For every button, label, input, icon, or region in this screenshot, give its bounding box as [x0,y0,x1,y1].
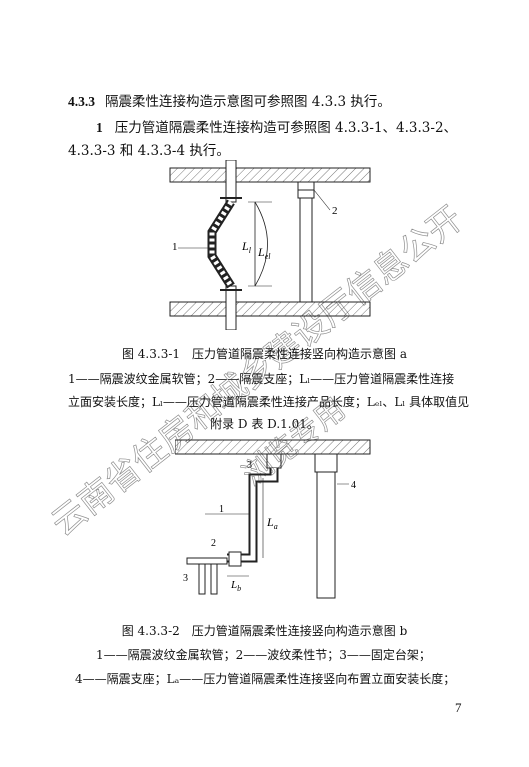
label-lb: Lb [230,579,241,593]
label-2: 2 [332,205,338,217]
top-slab [169,167,371,183]
item-1-line2: 4.3.3-3 和 4.3.3-4 执行。 [68,143,230,159]
label-4: 4 [351,480,356,491]
clause-text: 隔震柔性连接构造示意图可参照图 4.3.3 执行。 [105,94,391,110]
item-number: 1 [96,120,103,135]
label-lb-sub: b [237,584,241,593]
label-l1: Ll [241,239,252,255]
figure-b-caption: 图 4.3.3-2 压力管道隔震柔性连接竖向构造示意图 b [121,624,408,638]
clause-number: 4.3.3 [68,94,95,109]
label-2b: 2 [211,538,216,549]
figure-a-note-3: 附录 D 表 D.1.01。 [210,417,319,431]
clause-4-3-3: 4.3.3 隔震柔性连接构造示意图可参照图 4.3.3 执行。 [68,90,391,110]
label-3b: 3 [183,573,188,584]
label-1: 1 [172,241,178,253]
label-la-sub: a [274,522,278,531]
figure-a-note-1: 1——隔震波纹金属软管；2——隔震支座；Lₗ——压力管道隔震柔性连接 [68,372,455,386]
corrugated-hose [207,199,235,289]
item-1-text: 压力管道隔震柔性连接构造可参照图 4.3.3-1、4.3.3-2、 [114,120,458,136]
figure-b-note-2: 4——隔震支座；Lₐ——压力管道隔震柔性连接竖向布置立面安装长度； [75,672,456,686]
figure-a-caption: 图 4.3.3-1 压力管道隔震柔性连接竖向构造示意图 a [121,347,407,361]
label-l2-sub: el [265,252,272,261]
label-3a: 3 [247,460,252,471]
label-1b: 1 [219,504,224,515]
label-la: La [266,515,278,531]
label-l1-sub: l [249,246,252,255]
item-1-line1: 1 压力管道隔震柔性连接构造可参照图 4.3.3-1、4.3.3-2、 [96,116,457,136]
bottom-slab [169,301,371,317]
figure-b-diagram: 3 La 1 2 3 Lb 4 [175,439,371,599]
figure-a-note-2: 立面安装长度；Lₗ——压力管道隔震柔性连接产品长度；Lₑₗ、Lₗ 具体取值见 [68,395,470,409]
figure-a-diagram: Ll Lel 1 2 [169,160,371,330]
label-l2: Lel [257,245,271,261]
page-number: 7 [455,700,462,715]
figure-b-note-1: 1——隔震波纹金属软管；2——波纹柔性节；3——固定台架； [96,648,431,662]
top-slab-b [175,439,371,455]
